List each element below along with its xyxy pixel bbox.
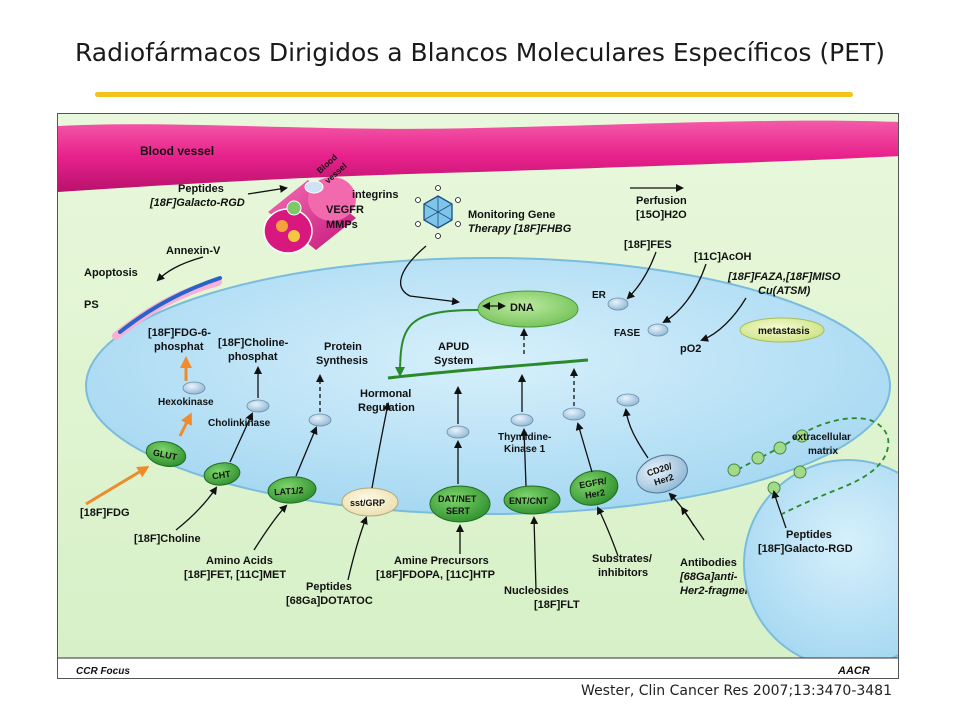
h2o-label: [15O]H2O [636, 209, 687, 221]
hormonal-label-1: Hormonal [360, 388, 411, 400]
lat-transporter: LAT1/2 [267, 476, 317, 504]
egfr-receptor: EGFR/ Her2 [569, 470, 619, 506]
amine-label-2: [18F]FDOPA, [11C]HTP [376, 569, 495, 581]
dna-label: DNA [510, 302, 534, 314]
dat-label-2: SERT [446, 506, 471, 516]
cholinkinase-label: Cholinkinase [208, 418, 271, 429]
apud-label-1: APUD [438, 341, 469, 353]
fdg6p-label-2: phosphat [154, 341, 204, 353]
fase-enzyme [647, 323, 669, 337]
antibodies-label-3: Her2-fragment [680, 585, 757, 597]
ent-label: ENT/CNT [509, 496, 548, 506]
amino-acids-label-2: [18F]FET, [11C]MET [184, 569, 286, 581]
integrins-label: integrins [352, 189, 398, 201]
metastasis-label: metastasis [758, 326, 810, 337]
galacto-rgd-top-label: [18F]Galacto-RGD [149, 197, 245, 209]
cht-transporter: CHT [203, 462, 241, 486]
annexin-label: Annexin-V [166, 245, 221, 257]
vegfr-label: VEGFR [326, 204, 364, 216]
er-label: ER [592, 290, 607, 301]
hypoxia-label-2: Cu(ATSM) [758, 285, 811, 297]
amino-acids-label-1: Amino Acids [206, 555, 273, 567]
slide-title: Radiofármacos Dirigidos a Blancos Molecu… [74, 38, 886, 67]
peptides-dotatoc-label-2: [68Ga]DOTATOC [286, 595, 373, 607]
mmps-label: MMPs [326, 219, 358, 231]
monitoring-label-1: Monitoring Gene [468, 209, 555, 221]
virus-particle-icon [415, 185, 461, 239]
molecular-targets-diagram: Blood vessel Blood vessel Peptides [18F]… [57, 113, 899, 679]
fdg6p-label-1: [18F]FDG-6- [148, 327, 211, 339]
nucleosides-label-1: Nucleosides [504, 585, 569, 597]
phosphatidylserine-membrane [118, 276, 222, 334]
ecm-label-2: matrix [808, 446, 838, 457]
blood-vessel-band [58, 120, 898, 192]
hormonal-regulation-line [387, 358, 589, 380]
sst-receptor: sst/GRP [341, 487, 399, 517]
aacr-logo: AACR [837, 665, 870, 677]
tumor-cell [85, 257, 891, 515]
peptides-dotatoc-label-1: Peptides [306, 581, 352, 593]
acoh-label: [11C]AcOH [694, 251, 752, 263]
dat-transporter: DAT/NET SERT [429, 485, 491, 523]
choline-phosphat-label-1: [18F]Choline- [218, 337, 289, 349]
blood-vessel-tube: Blood vessel [263, 152, 356, 254]
glut-transporter: GLUT [145, 441, 187, 467]
citation: Wester, Clin Cancer Res 2007;13:3470-348… [581, 683, 892, 699]
fdg-label: [18F]FDG [80, 507, 130, 519]
er-receptor [607, 297, 629, 311]
protein-synthesis-label-1: Protein [324, 341, 362, 353]
nucleosides-label-2: [18F]FLT [534, 599, 580, 611]
figure-footer [58, 658, 898, 678]
apoptosis-label: Apoptosis [84, 267, 138, 279]
po2-label: pO2 [680, 343, 701, 355]
peptides-top-label: Peptides [178, 183, 224, 195]
amine-label-1: Amine Precursors [394, 555, 489, 567]
lat-label: LAT1/2 [274, 485, 304, 497]
fes-label: [18F]FES [624, 239, 672, 251]
apud-label-2: System [434, 355, 473, 367]
dat-label-1: DAT/NET [438, 494, 477, 504]
blood-vessel-label: Blood vessel [140, 144, 214, 158]
fase-label: FASE [614, 328, 640, 339]
ccr-focus-label: CCR Focus [76, 666, 130, 677]
monitoring-label-2: Therapy [18F]FHBG [468, 223, 572, 235]
peptides-rgd-label-2: [18F]Galacto-RGD [758, 543, 853, 555]
choline-phosphat-label-2: phosphat [228, 351, 278, 363]
extracellular-matrix-fiber [729, 417, 890, 515]
protein-synthesis-label-2: Synthesis [316, 355, 368, 367]
title-underline [95, 92, 853, 97]
substrates-label-1: Substrates/ [592, 553, 652, 565]
perfusion-label: Perfusion [636, 195, 687, 207]
metastasis-node [739, 317, 825, 343]
cd20-receptor: CD20/ Her2 [636, 454, 688, 494]
ent-transporter: ENT/CNT [503, 485, 561, 515]
ps-label: PS [84, 299, 99, 311]
cht-label: CHT [212, 469, 232, 482]
substrates-label-2: inhibitors [598, 567, 648, 579]
sst-label: sst/GRP [350, 498, 385, 508]
ecm-label-1: extracellular [792, 432, 851, 443]
antibodies-label-2: [68Ga]anti- [679, 571, 738, 583]
hypoxia-label-1: [18F]FAZA,[18F]MISO [727, 271, 841, 283]
hexokinase-label: Hexokinase [158, 397, 214, 408]
peptides-rgd-label-1: Peptides [786, 529, 832, 541]
antibodies-label-1: Antibodies [680, 557, 737, 569]
choline-label: [18F]Choline [134, 533, 201, 545]
egfr-label-1: EGFR/ [578, 476, 607, 491]
egfr-label-2: Her2 [584, 487, 605, 500]
